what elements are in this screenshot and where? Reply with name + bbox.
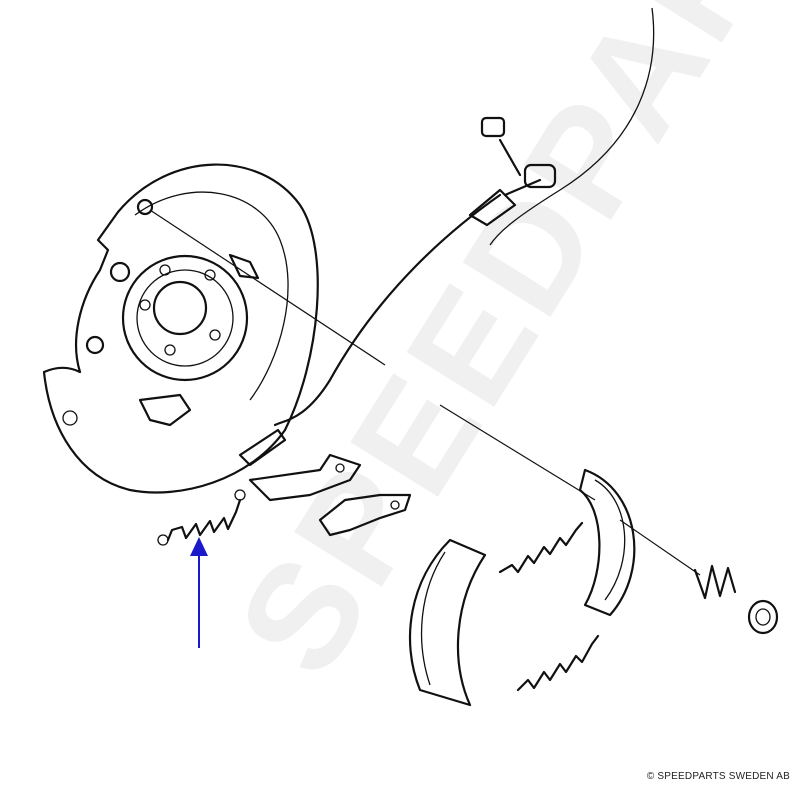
spring-lower — [516, 634, 600, 692]
pointer-arrow — [190, 537, 208, 648]
parking-brake-cable — [238, 116, 557, 467]
hold-down-cup — [747, 599, 779, 635]
adjuster-strut — [318, 493, 412, 537]
brake-shoe-left — [408, 538, 487, 707]
spring-upper — [498, 521, 584, 574]
backing-plate — [42, 163, 319, 494]
hold-down-spring — [693, 564, 737, 600]
guide-line-lower — [439, 404, 596, 501]
copyright-text: © SPEEDPARTS SWEDEN AB — [646, 771, 790, 782]
brake-shoe-right — [578, 468, 636, 617]
guide-line-upper — [149, 209, 386, 366]
wheel-outline — [489, 7, 655, 246]
spring-left — [157, 489, 246, 546]
adjuster-lever — [248, 453, 362, 502]
